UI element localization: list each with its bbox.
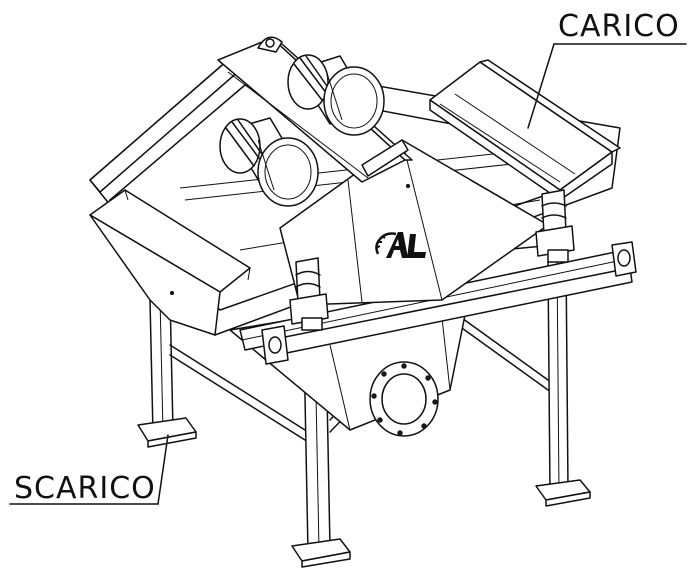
motor-upper <box>287 54 385 136</box>
leader-lines <box>9 43 687 505</box>
leg-back-right <box>535 258 591 507</box>
discharge-plate <box>89 189 251 336</box>
vibrator-motors <box>219 54 385 207</box>
outlet-flange <box>369 361 439 437</box>
spring-supports <box>289 189 575 331</box>
motor-lower <box>219 117 319 207</box>
label-carico: CARICO <box>558 9 680 44</box>
label-scarico: SCARICO <box>14 471 156 506</box>
inlet-box <box>429 59 621 201</box>
leg-back-left <box>137 295 197 448</box>
spring-front <box>289 257 329 331</box>
al-logo-icon <box>375 232 426 258</box>
spring-right <box>535 189 575 263</box>
